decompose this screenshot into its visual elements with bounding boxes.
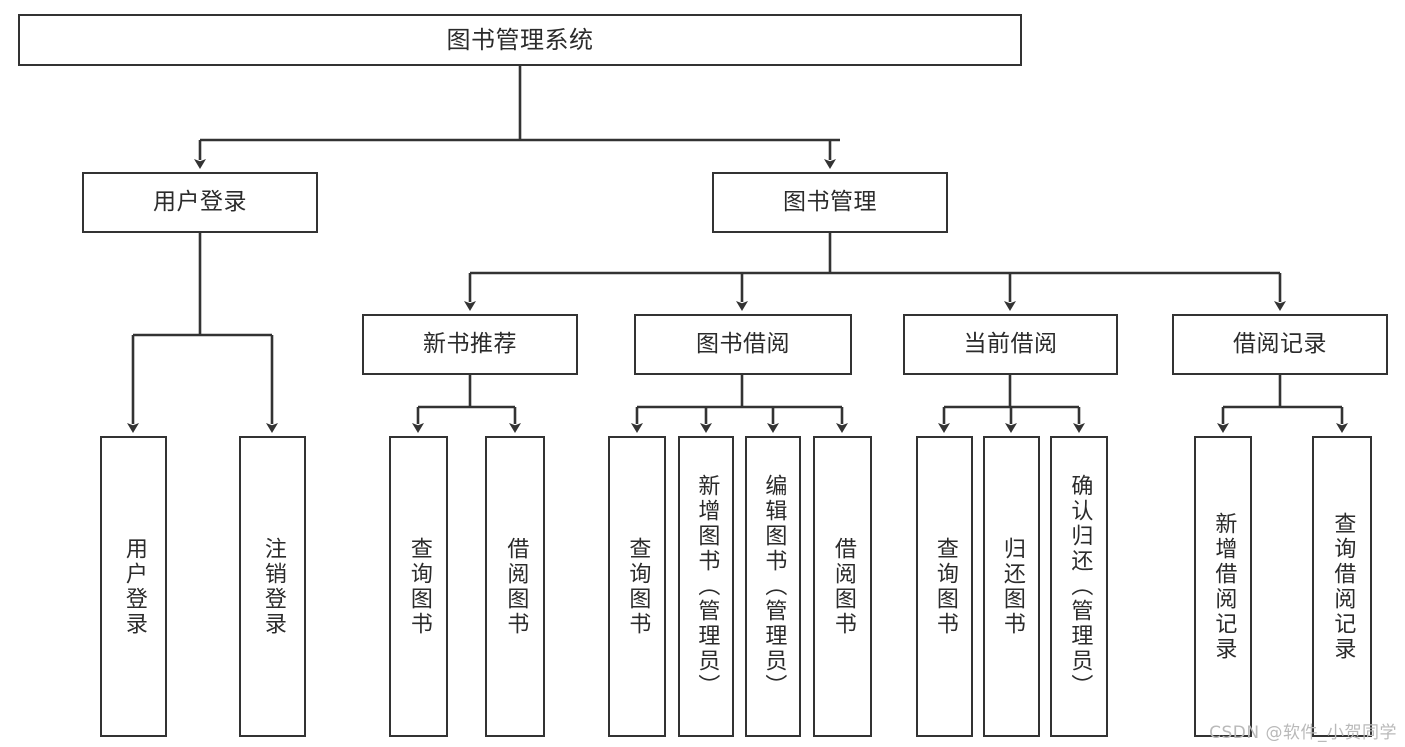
leaf-borrow-book-1[interactable]: 借阅图书 [485,436,545,737]
leaf-borrow-book-2-label: 借阅图书 [830,536,856,637]
node-book-management[interactable]: 图书管理 [712,172,948,233]
leaf-add-book-admin-label: 新增图书（管理员） [694,474,720,699]
leaf-query-book-3[interactable]: 查询图书 [916,436,973,737]
leaf-query-book-2-label: 查询图书 [625,536,651,637]
node-root-label: 图书管理系统 [446,25,594,54]
node-book-management-label: 图书管理 [783,188,877,215]
node-new-book-recommend-label: 新书推荐 [423,330,517,357]
node-borrow-record-label: 借阅记录 [1233,330,1327,357]
leaf-add-borrow-record-label: 新增借阅记录 [1211,511,1237,662]
node-book-borrow[interactable]: 图书借阅 [634,314,852,375]
leaf-edit-book-admin-label: 编辑图书（管理员） [761,474,787,699]
node-current-borrow[interactable]: 当前借阅 [903,314,1118,375]
node-user-login-label: 用户登录 [153,188,247,215]
leaf-query-book-1[interactable]: 查询图书 [389,436,448,737]
leaf-borrow-book-1-label: 借阅图书 [503,536,529,637]
node-current-borrow-label: 当前借阅 [963,330,1058,357]
leaf-borrow-book-2[interactable]: 借阅图书 [813,436,872,737]
leaf-user-logout-label: 注销登录 [260,536,286,637]
leaf-edit-book-admin[interactable]: 编辑图书（管理员） [745,436,801,737]
node-user-login[interactable]: 用户登录 [82,172,318,233]
leaf-user-logout[interactable]: 注销登录 [239,436,306,737]
leaf-user-login[interactable]: 用户登录 [100,436,167,737]
node-new-book-recommend[interactable]: 新书推荐 [362,314,578,375]
leaf-add-book-admin[interactable]: 新增图书（管理员） [678,436,734,737]
leaf-return-book-label: 归还图书 [999,536,1025,637]
leaf-query-borrow-record-label: 查询借阅记录 [1330,511,1356,662]
leaf-return-book[interactable]: 归还图书 [983,436,1040,737]
node-book-borrow-label: 图书借阅 [696,330,790,357]
node-root[interactable]: 图书管理系统 [18,14,1022,66]
leaf-query-book-1-label: 查询图书 [406,536,432,637]
leaf-add-borrow-record[interactable]: 新增借阅记录 [1194,436,1252,737]
leaf-query-book-3-label: 查询图书 [932,536,958,637]
leaf-confirm-return-admin[interactable]: 确认归还（管理员） [1050,436,1108,737]
node-borrow-record[interactable]: 借阅记录 [1172,314,1388,375]
leaf-query-borrow-record[interactable]: 查询借阅记录 [1312,436,1372,737]
leaf-user-login-label: 用户登录 [121,536,147,637]
watermark: CSDN @软件_小贺同学 [1209,723,1397,743]
leaf-confirm-return-admin-label: 确认归还（管理员） [1067,474,1093,699]
leaf-query-book-2[interactable]: 查询图书 [608,436,666,737]
